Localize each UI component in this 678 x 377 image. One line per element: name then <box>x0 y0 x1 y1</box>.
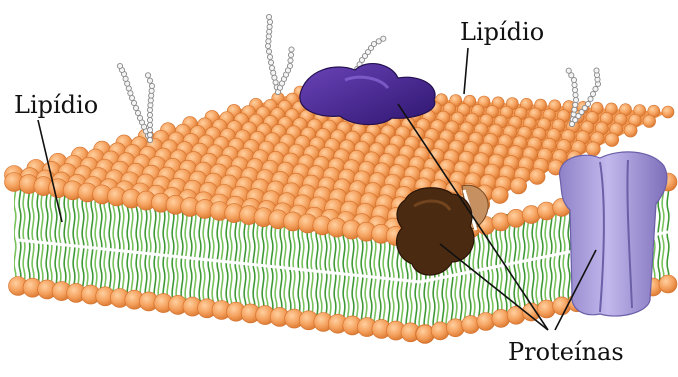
glycolipid-chain-icon <box>117 63 122 68</box>
glycolipid-chain-icon <box>268 60 273 65</box>
glycolipid-chain-icon <box>135 110 140 115</box>
lipid-head <box>462 316 480 334</box>
glycolipid-chain-icon <box>133 105 138 110</box>
lipid-head <box>477 313 495 331</box>
glycolipid-chain-icon <box>266 14 271 19</box>
glycolipid-chain-icon <box>145 73 150 78</box>
glycolipid-chain-icon <box>573 97 578 102</box>
glycolipid-chain-icon <box>267 19 272 24</box>
lipid-head <box>643 115 656 128</box>
glycolipid-chain-icon <box>572 82 577 87</box>
lipid-head <box>492 309 510 327</box>
glycolipid-chain-icon <box>147 132 152 137</box>
lipid-head <box>662 106 674 118</box>
glycolipid-chain-icon <box>137 115 142 120</box>
glycolipid-chain-icon <box>288 52 293 57</box>
glycolipid-chain-icon <box>566 68 571 73</box>
lipid-head <box>510 178 526 194</box>
lipid-head <box>491 187 508 204</box>
leader-line-lipid-right <box>464 48 468 94</box>
glycolipid-chain-icon <box>147 122 152 127</box>
glycolipid-chain-icon <box>573 92 578 97</box>
lipid-head <box>446 319 464 337</box>
label-lipid-left: Lipídio <box>14 91 98 119</box>
glycolipid-chain-icon <box>147 117 152 122</box>
glycolipid-chain-icon <box>590 91 595 96</box>
glycolipid-chain-icon <box>288 58 293 63</box>
glycolipid-chain-icon <box>585 101 590 106</box>
glycolipid-chain-icon <box>267 54 272 59</box>
lipid-head <box>538 202 556 220</box>
glycolipid-chain-icon <box>287 63 292 68</box>
lipid-head <box>624 124 637 137</box>
lipid-head <box>492 213 510 231</box>
lipid-head <box>431 322 449 340</box>
label-lipid-right: Lipídio <box>460 18 544 46</box>
glycolipid-chain-icon <box>147 78 152 83</box>
glycolipid-chain-icon <box>131 100 136 105</box>
glycolipid-chain-icon <box>593 86 598 91</box>
glycolipid-chain-icon <box>588 96 593 101</box>
lipid-head <box>529 169 545 185</box>
glycolipid-chain-icon <box>572 87 577 92</box>
glycolipid-chain-icon <box>269 65 274 70</box>
glycolipid-chain-icon <box>572 107 577 112</box>
glycolipid-chain-icon <box>381 36 386 41</box>
glycolipid-chain-icon <box>266 49 271 54</box>
lipid-head <box>416 325 434 343</box>
lipid-head <box>586 142 600 156</box>
glycolipid-chain-icon <box>147 137 152 142</box>
lipid-head <box>605 133 619 147</box>
lipid-head <box>522 206 540 224</box>
lipid-head <box>538 300 556 318</box>
glycolipid-chain-icon <box>573 102 578 107</box>
peripheral-protein-icon <box>300 64 435 125</box>
glycolipid-chain-icon <box>147 127 152 132</box>
lipid-head <box>659 275 677 293</box>
label-proteins: Proteínas <box>508 338 624 366</box>
glycolipid-chain-icon <box>594 68 599 73</box>
glycolipid-chain-icon <box>147 112 152 117</box>
glycolipid-chain-icon <box>289 47 294 52</box>
glycolipid-chain-icon <box>149 83 154 88</box>
